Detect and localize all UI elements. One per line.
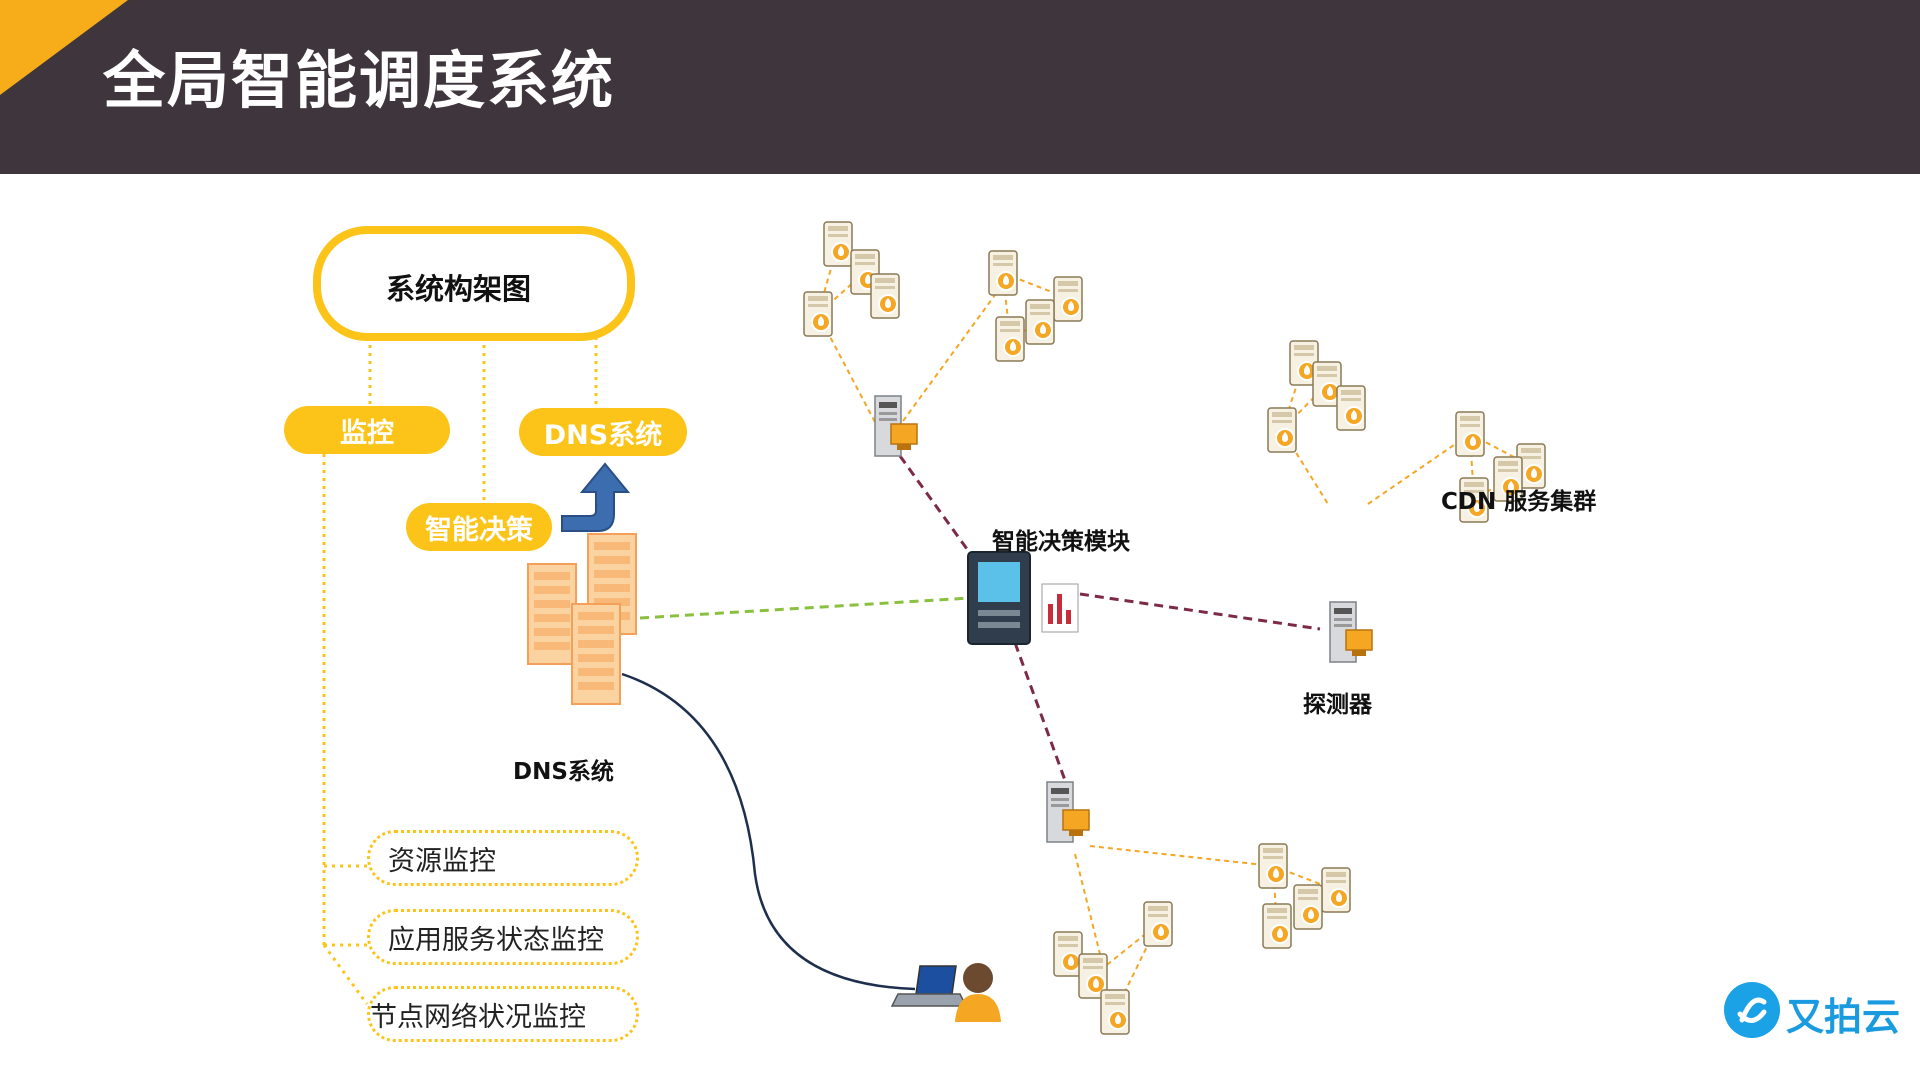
links-cdn — [817, 243, 1532, 1013]
cdn-cluster-top-mid — [988, 250, 1083, 362]
header-bar: 全局智能调度系统 — [0, 0, 1920, 174]
monitor-item-app-service: 应用服务状态监控 — [367, 909, 639, 965]
probe-top-icon — [874, 395, 918, 457]
accent-corner — [0, 0, 128, 95]
links-decision — [898, 455, 1321, 795]
arch-decision-pill: 智能决策 — [406, 503, 552, 551]
monitor-item-node-network: 节点网络状况监控 — [367, 986, 639, 1042]
arch-connectors — [322, 337, 598, 1005]
cdn-cluster-bottom — [1053, 901, 1173, 1035]
arrow-icon — [561, 462, 631, 532]
link-dns-decision — [639, 596, 971, 620]
cdn-cluster-bottom-right — [1258, 843, 1351, 949]
decision-module-icon — [967, 551, 1079, 645]
probe-label: 探测器 — [1303, 692, 1372, 718]
cdn-cluster-label: CDN 服务集群 — [1441, 489, 1597, 515]
brand-logo-text: 又拍云 — [1786, 995, 1901, 1039]
brand-logo: 又拍云 — [1724, 982, 1920, 1042]
brand-logo-icon — [1724, 982, 1780, 1038]
dns-system-label: DNS系统 — [513, 759, 614, 785]
monitor-item-resource: 资源监控 — [367, 830, 639, 886]
dns-racks-icon — [527, 533, 637, 705]
cdn-cluster-right-upper — [1267, 340, 1366, 453]
cdn-cluster-top-left — [803, 221, 900, 337]
arch-cloud-shape — [313, 226, 635, 341]
user-laptop-icon — [890, 963, 1001, 1022]
arch-monitor-pill: 监控 — [284, 406, 450, 454]
page-title: 全局智能调度系统 — [103, 44, 616, 117]
probe-right-icon — [1329, 601, 1373, 663]
arch-dns-pill: DNS系统 — [519, 408, 687, 456]
arch-root-label: 系统构架图 — [386, 272, 532, 306]
probe-bottom-icon — [1046, 781, 1090, 843]
decision-module-label: 智能决策模块 — [992, 529, 1130, 555]
diagram-area: 系统构架图 监控 DNS系统 智能决策 资源监控 应用服务状态监控 节点网络状况… — [0, 174, 1920, 1080]
diagram-svg — [313, 221, 1546, 1035]
link-dns-user — [621, 672, 916, 991]
